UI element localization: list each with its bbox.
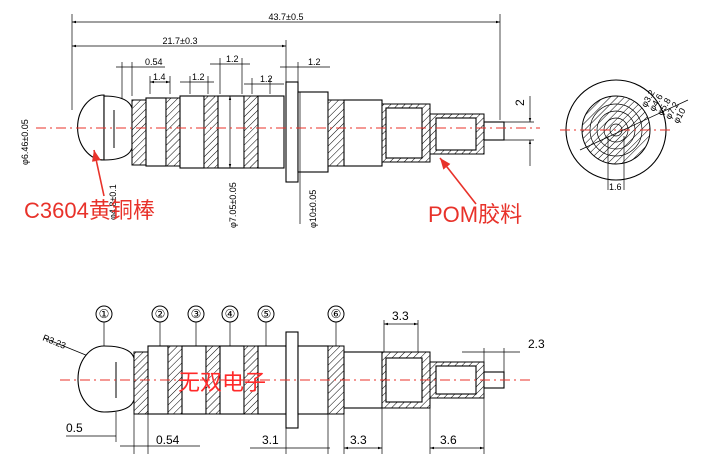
dim-neck-dia: φ4.8±0.1: [108, 184, 118, 220]
dim-ring-width: 0.54: [145, 57, 163, 67]
end-view-width: 1.6: [609, 182, 622, 192]
svg-text:2.3: 2.3: [528, 337, 545, 351]
marker-3: ③: [187, 305, 205, 346]
dim-flange-t: 1.2: [308, 57, 321, 67]
svg-text:①: ①: [99, 307, 110, 321]
dim-bottom: 0.5 0.54 3.1 3.3 3.6: [66, 398, 485, 454]
svg-text:⑥: ⑥: [331, 307, 342, 321]
dim-seg-c: 1.2: [226, 54, 239, 64]
svg-text:⑤: ⑤: [261, 307, 272, 321]
svg-text:3.3: 3.3: [350, 433, 367, 447]
dim-overall: 43.7±0.5: [71, 12, 501, 120]
svg-text:3.1: 3.1: [262, 433, 279, 447]
dim-to-flange-label: 21.7±0.3: [163, 36, 198, 46]
svg-text:②: ②: [155, 307, 166, 321]
svg-text:3.6: 3.6: [440, 433, 457, 447]
dim-overall-label: 43.7±0.5: [269, 12, 304, 22]
marker-1: ①: [95, 305, 113, 348]
dim-segments: 0.54 1.4 1.2 1.2 1.2 1.2: [116, 54, 330, 100]
marker-2: ②: [151, 305, 169, 346]
dim-pin: 2.3: [462, 337, 545, 372]
dim-seg-d: 1.2: [260, 74, 273, 84]
top-view: 43.7±0.5 21.7±0.3 0.54 1.4 1.2 1.2: [20, 12, 540, 228]
dim-radius: R3.23: [41, 333, 67, 351]
dim-flange-dia: φ10±0.05: [308, 190, 318, 228]
bottom-view: ① ② ③ ④ ⑤ ⑥ R3.23: [41, 305, 545, 454]
callout-brass: C3604黄铜棒: [24, 198, 155, 223]
dim-step1: 3.3: [383, 309, 419, 352]
callout-pom: POM胶料: [428, 202, 522, 227]
dim-pin-h-label: 2: [513, 99, 527, 106]
dim-body-dia: φ7.05±0.05: [228, 182, 238, 228]
svg-text:0.54: 0.54: [156, 433, 180, 447]
svg-text:③: ③: [191, 307, 202, 321]
dim-to-flange: 21.7±0.3: [72, 36, 287, 82]
svg-text:0.5: 0.5: [66, 421, 83, 435]
dim-seg-b: 1.2: [192, 72, 205, 82]
dim-seg-a: 1.4: [153, 72, 166, 82]
dim-tip-dia: φ6.46±0.05: [20, 119, 30, 165]
watermark: 无双电子: [178, 371, 266, 396]
svg-text:④: ④: [225, 307, 236, 321]
marker-6: ⑥: [327, 305, 345, 346]
dim-pin-height: 2: [504, 96, 534, 166]
marker-4: ④: [221, 305, 239, 346]
marker-5: ⑤: [257, 305, 275, 346]
svg-text:3.3: 3.3: [392, 309, 409, 323]
end-view: 1.6 φ3.2 φ4.6 φ5.8 φ7.2 φ10: [560, 79, 689, 192]
